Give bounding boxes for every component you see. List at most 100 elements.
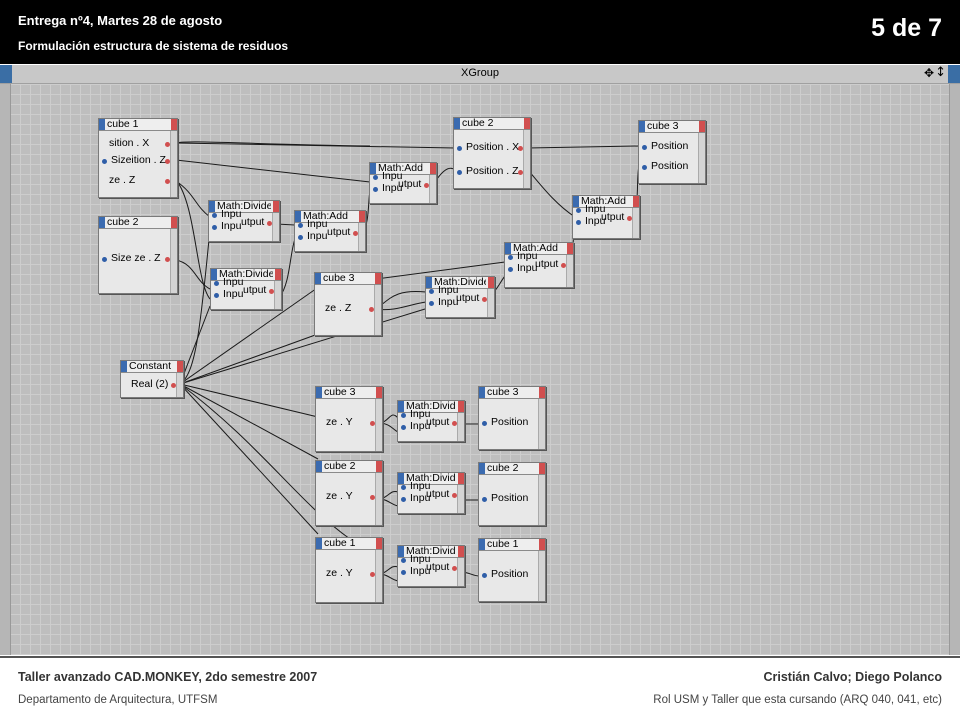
xgroup-titlebar[interactable]: XGroup ✥ ↕ bbox=[0, 65, 960, 84]
node-header[interactable]: cube 2 bbox=[316, 460, 382, 473]
input-port[interactable] bbox=[212, 225, 217, 230]
node-scroll-strip[interactable] bbox=[523, 130, 530, 188]
output-port[interactable] bbox=[424, 183, 429, 188]
output-port[interactable] bbox=[518, 170, 523, 175]
node-output-tab[interactable] bbox=[375, 273, 381, 284]
input-port[interactable] bbox=[576, 220, 581, 225]
node-scroll-strip[interactable] bbox=[375, 399, 382, 451]
node-output-tab[interactable] bbox=[539, 463, 545, 474]
output-port[interactable] bbox=[370, 572, 375, 577]
input-port[interactable] bbox=[429, 289, 434, 294]
titlebar-right-tab[interactable] bbox=[948, 65, 960, 83]
node-scroll-strip[interactable] bbox=[170, 229, 177, 293]
output-port[interactable] bbox=[370, 495, 375, 500]
input-port[interactable] bbox=[482, 573, 487, 578]
node-header[interactable]: Math:Add bbox=[370, 162, 436, 175]
node-header[interactable]: Math:Divide bbox=[426, 276, 494, 289]
output-port[interactable] bbox=[353, 231, 358, 236]
node-output-tab[interactable] bbox=[567, 243, 573, 254]
node-scroll-strip[interactable] bbox=[274, 281, 281, 309]
node-output-tab[interactable] bbox=[376, 461, 382, 472]
node-output-tab[interactable] bbox=[539, 539, 545, 550]
node-output-tab[interactable] bbox=[171, 119, 177, 130]
node-input-tab[interactable] bbox=[398, 546, 404, 557]
input-port[interactable] bbox=[401, 570, 406, 575]
output-port[interactable] bbox=[452, 566, 457, 571]
input-port[interactable] bbox=[373, 175, 378, 180]
node-scroll-strip[interactable] bbox=[457, 413, 464, 441]
node-input-tab[interactable] bbox=[99, 217, 105, 228]
node-scroll-strip[interactable] bbox=[375, 550, 382, 602]
node-output-tab[interactable] bbox=[539, 387, 545, 398]
node-header[interactable]: cube 3 bbox=[316, 386, 382, 399]
output-port[interactable] bbox=[369, 307, 374, 312]
output-port[interactable] bbox=[561, 263, 566, 268]
input-port[interactable] bbox=[482, 497, 487, 502]
node-scroll-strip[interactable] bbox=[358, 223, 365, 251]
node-scroll-strip[interactable] bbox=[632, 208, 639, 238]
input-port[interactable] bbox=[457, 170, 462, 175]
output-port[interactable] bbox=[482, 297, 487, 302]
node-header[interactable]: Math:Divide bbox=[211, 268, 281, 281]
output-port[interactable] bbox=[269, 289, 274, 294]
output-port[interactable] bbox=[165, 257, 170, 262]
node-input-tab[interactable] bbox=[573, 196, 579, 207]
node-header[interactable]: cube 3 bbox=[479, 386, 545, 399]
input-port[interactable] bbox=[508, 255, 513, 260]
node-input-tab[interactable] bbox=[211, 269, 217, 280]
resize-arrow-icon[interactable]: ↕ bbox=[935, 65, 946, 80]
node-input-tab[interactable] bbox=[316, 387, 322, 398]
output-port[interactable] bbox=[370, 421, 375, 426]
input-port[interactable] bbox=[373, 187, 378, 192]
move-icon[interactable]: ✥ bbox=[923, 66, 934, 80]
node-output-tab[interactable] bbox=[275, 269, 281, 280]
node-input-tab[interactable] bbox=[479, 463, 485, 474]
node-input-tab[interactable] bbox=[370, 163, 376, 174]
node-scroll-strip[interactable] bbox=[375, 473, 382, 525]
node-header[interactable]: cube 1 bbox=[316, 537, 382, 550]
node-header[interactable]: cube 3 bbox=[639, 120, 705, 133]
input-port[interactable] bbox=[642, 145, 647, 150]
node-header[interactable]: Math:Add bbox=[505, 242, 573, 255]
node-header[interactable]: cube 2 bbox=[479, 462, 545, 475]
output-port[interactable] bbox=[452, 421, 457, 426]
input-port[interactable] bbox=[214, 281, 219, 286]
node-header[interactable]: Math:Divide bbox=[398, 472, 464, 485]
node-output-tab[interactable] bbox=[376, 538, 382, 549]
node-scroll-strip[interactable] bbox=[457, 558, 464, 586]
node-input-tab[interactable] bbox=[454, 118, 460, 129]
input-port[interactable] bbox=[102, 159, 107, 164]
node-output-tab[interactable] bbox=[177, 361, 183, 372]
input-port[interactable] bbox=[401, 497, 406, 502]
node-output-tab[interactable] bbox=[458, 401, 464, 412]
input-port[interactable] bbox=[298, 223, 303, 228]
input-port[interactable] bbox=[508, 267, 513, 272]
node-output-tab[interactable] bbox=[633, 196, 639, 207]
node-scroll-strip[interactable] bbox=[487, 289, 494, 317]
output-port[interactable] bbox=[165, 179, 170, 184]
node-input-tab[interactable] bbox=[121, 361, 127, 372]
output-port[interactable] bbox=[165, 142, 170, 147]
node-output-tab[interactable] bbox=[273, 201, 279, 212]
input-port[interactable] bbox=[214, 293, 219, 298]
node-input-tab[interactable] bbox=[295, 211, 301, 222]
node-header[interactable]: Math:Add bbox=[573, 195, 639, 208]
node-input-tab[interactable] bbox=[479, 539, 485, 550]
input-port[interactable] bbox=[576, 208, 581, 213]
output-port[interactable] bbox=[171, 383, 176, 388]
node-header[interactable]: cube 3 bbox=[315, 272, 381, 285]
node-scroll-strip[interactable] bbox=[272, 213, 279, 241]
